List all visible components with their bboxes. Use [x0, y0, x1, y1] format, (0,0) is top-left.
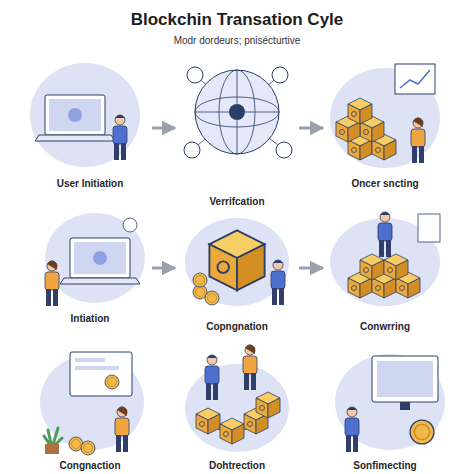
congnaction-art [75, 358, 105, 362]
confirmation-art [400, 402, 410, 410]
block-cube [220, 418, 244, 444]
dohtrection-art [185, 345, 289, 453]
step-panel: Copngnation [177, 205, 297, 333]
coin-icon [193, 273, 207, 287]
cognation-art [185, 218, 289, 306]
coin-icon [410, 420, 434, 444]
user-initiation-art [30, 63, 140, 167]
flow-arrow [152, 267, 175, 270]
step-panel: User Initiation [30, 50, 150, 190]
laptop-icon [35, 95, 115, 141]
person-figure [345, 407, 359, 452]
verification-art [229, 104, 245, 120]
person-figure [45, 261, 59, 307]
step-panel: Conwrring [325, 205, 445, 333]
coin-icon [105, 375, 119, 389]
verification-art [187, 67, 203, 83]
step-panel: Sonfimecting [325, 340, 445, 472]
block-cube [196, 408, 220, 434]
initiation-art [123, 218, 137, 232]
person-figure [411, 118, 425, 164]
verification-art [184, 67, 292, 158]
person-figure [243, 345, 257, 391]
cognation-art [185, 218, 289, 306]
step-label: Copngnation [204, 320, 270, 333]
confirmation-art [372, 356, 438, 402]
user-initiation-art [30, 63, 140, 167]
congnaction-art [75, 366, 119, 370]
person-figure [205, 355, 219, 400]
person-figure [271, 260, 285, 305]
diagram-title: Blockchin Transation Cyle [0, 10, 474, 30]
order-art [395, 64, 435, 94]
step-label: Verrifcation [207, 195, 266, 208]
subtitle-label: Modr dordeurs; pnisécturtive [0, 35, 474, 46]
flow-arrow [152, 127, 175, 130]
block-cube [256, 392, 280, 418]
laptop-icon [60, 238, 140, 284]
step-label: Sonfimecting [351, 459, 418, 472]
step-label: Conwrring [358, 320, 412, 333]
step-label: Dohtrection [207, 459, 267, 472]
conwrring-art [418, 214, 440, 242]
block-cube [384, 254, 408, 280]
verification-art [276, 142, 292, 158]
step-panel: Oncer sncting [325, 50, 445, 190]
person-figure [115, 407, 129, 453]
confirmation-art [377, 361, 433, 397]
congnaction-art [40, 352, 144, 455]
congnaction-art [70, 352, 132, 396]
step-panel: Congnaction [30, 340, 150, 472]
step-label: Intiation [69, 312, 112, 325]
initiation-art [45, 213, 145, 303]
verification-art [184, 142, 200, 158]
dohtrection-art [185, 364, 289, 452]
conwrring-art [330, 212, 440, 306]
person-figure [113, 115, 127, 160]
block-cube [360, 254, 384, 280]
step-label: Oncer sncting [349, 177, 420, 190]
step-label: User Initiation [55, 177, 126, 190]
step-panel: Intiation [30, 205, 150, 325]
order-art [330, 64, 440, 168]
step-panel: Dohtrection [177, 340, 297, 472]
order-art [400, 70, 430, 88]
verification-art [272, 67, 288, 83]
person-figure [378, 212, 392, 257]
initiation-art [45, 213, 145, 306]
step-panel: Verrifcation [177, 50, 297, 208]
coin-icon [205, 291, 219, 305]
congnaction-art [45, 444, 59, 454]
confirmation-art [335, 354, 445, 452]
flow-arrow [299, 127, 323, 130]
block-cube [348, 98, 372, 124]
block-cube [209, 230, 264, 290]
coin-icon [81, 441, 95, 455]
flow-arrow [299, 267, 323, 270]
verification-art [195, 70, 279, 154]
step-label: Congnaction [57, 459, 122, 472]
